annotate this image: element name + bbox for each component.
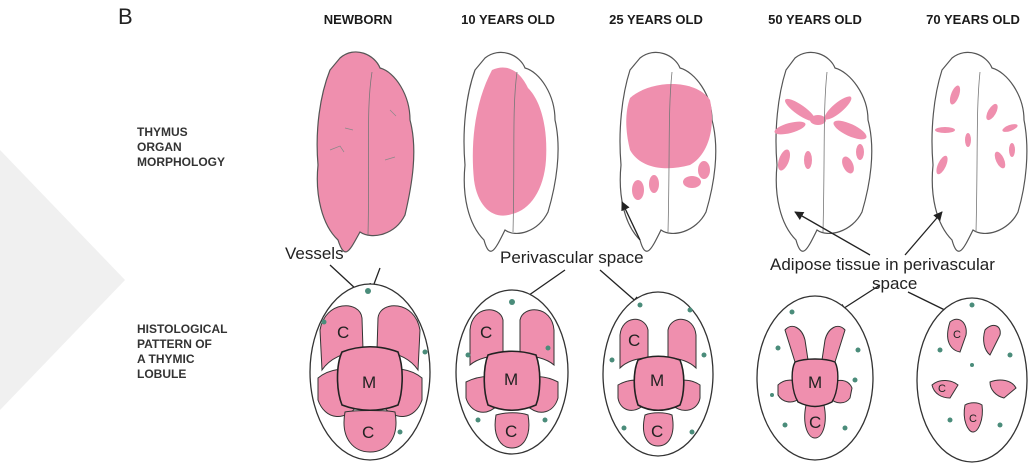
organ-70-years bbox=[932, 52, 1027, 251]
medulla-label: M bbox=[650, 371, 664, 390]
cortex-label: C bbox=[953, 329, 961, 341]
cortex-label: C bbox=[362, 423, 374, 442]
cortex-label: C bbox=[651, 422, 663, 441]
cortex-label: C bbox=[505, 422, 517, 441]
organ-50-years bbox=[773, 52, 872, 251]
cortex-label: C bbox=[969, 413, 977, 425]
cortex-label: C bbox=[809, 413, 821, 432]
medulla-label: M bbox=[362, 373, 376, 392]
medulla-label: M bbox=[504, 370, 518, 389]
cortex-label: C bbox=[480, 323, 492, 342]
lobule-70-years bbox=[917, 298, 1027, 462]
organ-25-years bbox=[620, 52, 716, 251]
organ-10-years bbox=[464, 52, 558, 251]
cortex-label: C bbox=[337, 323, 349, 342]
medulla-label: M bbox=[808, 373, 822, 392]
cortex-label: C bbox=[628, 331, 640, 350]
cortex-label: C bbox=[938, 383, 946, 395]
organ-newborn bbox=[317, 52, 414, 252]
